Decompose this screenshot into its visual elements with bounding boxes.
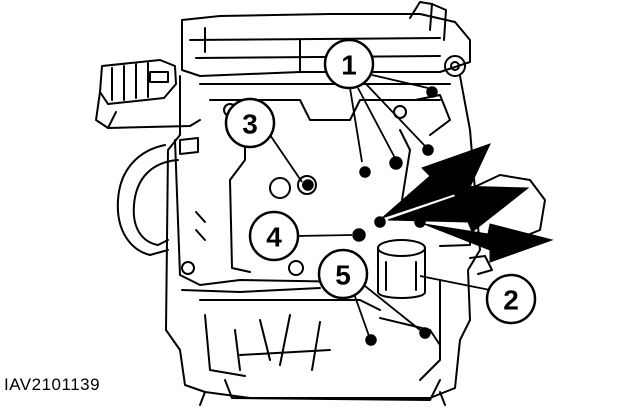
- leader-lines: [267, 74, 491, 337]
- figure-id-label: IAV2101139: [4, 375, 101, 394]
- coolant-hose: [116, 137, 199, 256]
- bolt-1d: [422, 144, 434, 156]
- oil-pan: [199, 379, 446, 406]
- callout-2-label: 2: [503, 285, 519, 316]
- callout-4-label: 4: [266, 222, 282, 253]
- callout-3-label: 3: [242, 109, 258, 140]
- bolt-5a: [365, 334, 377, 346]
- direction-arrows: [381, 143, 554, 263]
- arrow-lower: [423, 223, 554, 263]
- callout-2: 2: [485, 273, 537, 325]
- oil-filter: [377, 239, 426, 299]
- engine-block: [165, 75, 481, 399]
- bolt-group: [302, 86, 438, 346]
- callout-5: 5: [317, 248, 369, 300]
- bolt-1a: [426, 86, 438, 98]
- callout-1: 1: [323, 38, 375, 90]
- bolt-5b: [419, 327, 431, 339]
- bolt-1b: [389, 156, 403, 170]
- coil-connector-assembly: [95, 59, 201, 129]
- bolt-4: [352, 228, 366, 242]
- arrow-middle: [387, 185, 530, 233]
- callout-5-label: 5: [335, 260, 351, 291]
- bolt-2a: [374, 216, 386, 228]
- callout-4: 4: [248, 210, 300, 262]
- cylinder-head: [181, 1, 471, 77]
- callout-1-label: 1: [341, 50, 357, 81]
- bolt-1c: [359, 166, 371, 178]
- callout-3: 3: [224, 97, 276, 149]
- bolt-3: [302, 179, 314, 191]
